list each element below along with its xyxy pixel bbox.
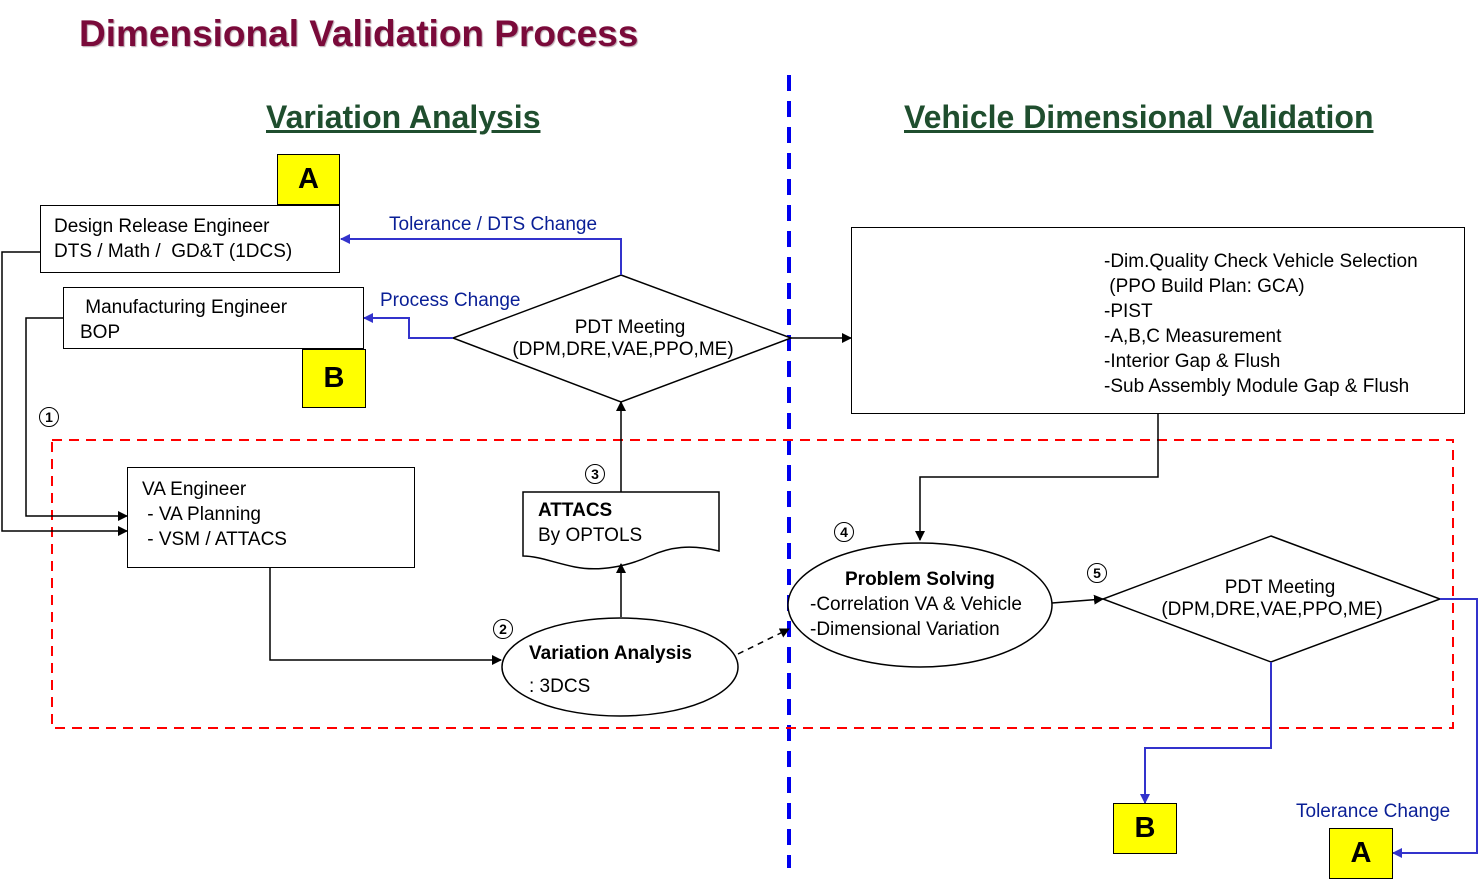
va-engineer-line-2: - VA Planning (142, 504, 262, 525)
tag-a-bottom: A (1329, 828, 1393, 879)
pdt-meeting-top-title: PDT Meeting (574, 317, 686, 338)
iv-build-label: IV Build (923, 309, 994, 330)
problem-solving-line-2: -Dimensional Variation (810, 619, 1000, 640)
pdt-meeting-bottom-members: (DPM,DRE,VAE,PPO,ME) (1161, 599, 1383, 620)
tolerance-change-label: Tolerance Change (1296, 801, 1451, 822)
pdt-to-b-connector (1140, 662, 1272, 804)
step-number-1: 1 (39, 407, 59, 427)
design-release-line-2: DTS / Math / GD&T (1DCS) (54, 241, 293, 262)
pdt-meeting-bottom-title: PDT Meeting (1224, 577, 1336, 598)
pdt-meeting-top-members: (DPM,DRE,VAE,PPO,ME) (512, 339, 734, 360)
variation-to-problem-solving-connector (737, 628, 790, 655)
attacs-title: ATTACS (538, 500, 613, 521)
problem-solving-to-pdt-connector (1051, 594, 1104, 605)
problem-solving-ellipse (787, 542, 1053, 668)
iv-list-item-5: -Interior Gap & Flush (1104, 351, 1281, 372)
iv-list-item-2: (PPO Build Plan: GCA) (1104, 276, 1305, 297)
attacs-document: ATTACS By OPTOLS (523, 492, 719, 564)
iv-list-item-1: -Dim.Quality Check Vehicle Selection (1104, 251, 1418, 272)
va-engineer-line-3: - VSM / ATTACS (142, 529, 287, 550)
design-release-engineer-box: Design Release Engineer DTS / Math / GD&… (40, 205, 340, 273)
tolerance-dts-change-label: Tolerance / DTS Change (389, 214, 598, 235)
variation-analysis-subtitle: : 3DCS (529, 676, 591, 697)
design-to-va-connector (1, 251, 128, 536)
problem-solving-line-1: -Correlation VA & Vehicle (810, 594, 1022, 615)
tag-b-top: B (302, 349, 366, 408)
manufacturing-to-va-connector (25, 317, 128, 521)
va-engineer-box: VA Engineer - VA Planning - VSM / ATTACS (127, 467, 415, 568)
step-number-4: 4 (834, 522, 854, 542)
process-change-label: Process Change (380, 290, 521, 311)
step-number-5: 5 (1087, 563, 1107, 583)
tolerance-change-connector (1392, 598, 1478, 858)
iv-build-to-problem-solving-connector (915, 414, 1159, 541)
variation-analysis-title: Variation Analysis (529, 643, 692, 664)
attacs-subtitle: By OPTOLS (538, 525, 643, 546)
va-region (51, 439, 1454, 729)
section-title-variation-analysis: Variation Analysis (266, 99, 541, 135)
tag-a-top: A (277, 154, 340, 205)
iv-list-item-6: -Sub Assembly Module Gap & Flush (1104, 376, 1410, 397)
design-release-line-1: Design Release Engineer (54, 216, 270, 237)
problem-solving-title: Problem Solving (845, 569, 995, 590)
manufacturing-line-1: Manufacturing Engineer (80, 297, 288, 318)
variation-analysis-ellipse (501, 617, 739, 717)
iv-build-box (851, 227, 1465, 414)
va-to-variation-connector (269, 568, 502, 665)
va-engineer-line-1: VA Engineer (142, 479, 247, 500)
tolerance-dts-change-connector (340, 234, 622, 275)
process-change-connector (363, 313, 453, 339)
step-number-3: 3 (585, 464, 605, 484)
page-title: Dimensional Validation Process (79, 13, 639, 54)
iv-build-checklist: -Dim.Quality Check Vehicle Selection (PP… (1104, 249, 1418, 399)
tag-b-bottom: B (1113, 803, 1177, 854)
iv-list-item-3: -PIST (1104, 301, 1153, 322)
manufacturing-line-2: BOP (80, 322, 121, 343)
iv-list-item-4: -A,B,C Measurement (1104, 326, 1282, 347)
step-number-2: 2 (493, 619, 513, 639)
section-title-vehicle-validation: Vehicle Dimensional Validation (904, 99, 1374, 135)
manufacturing-engineer-box: Manufacturing Engineer BOP (63, 287, 364, 349)
